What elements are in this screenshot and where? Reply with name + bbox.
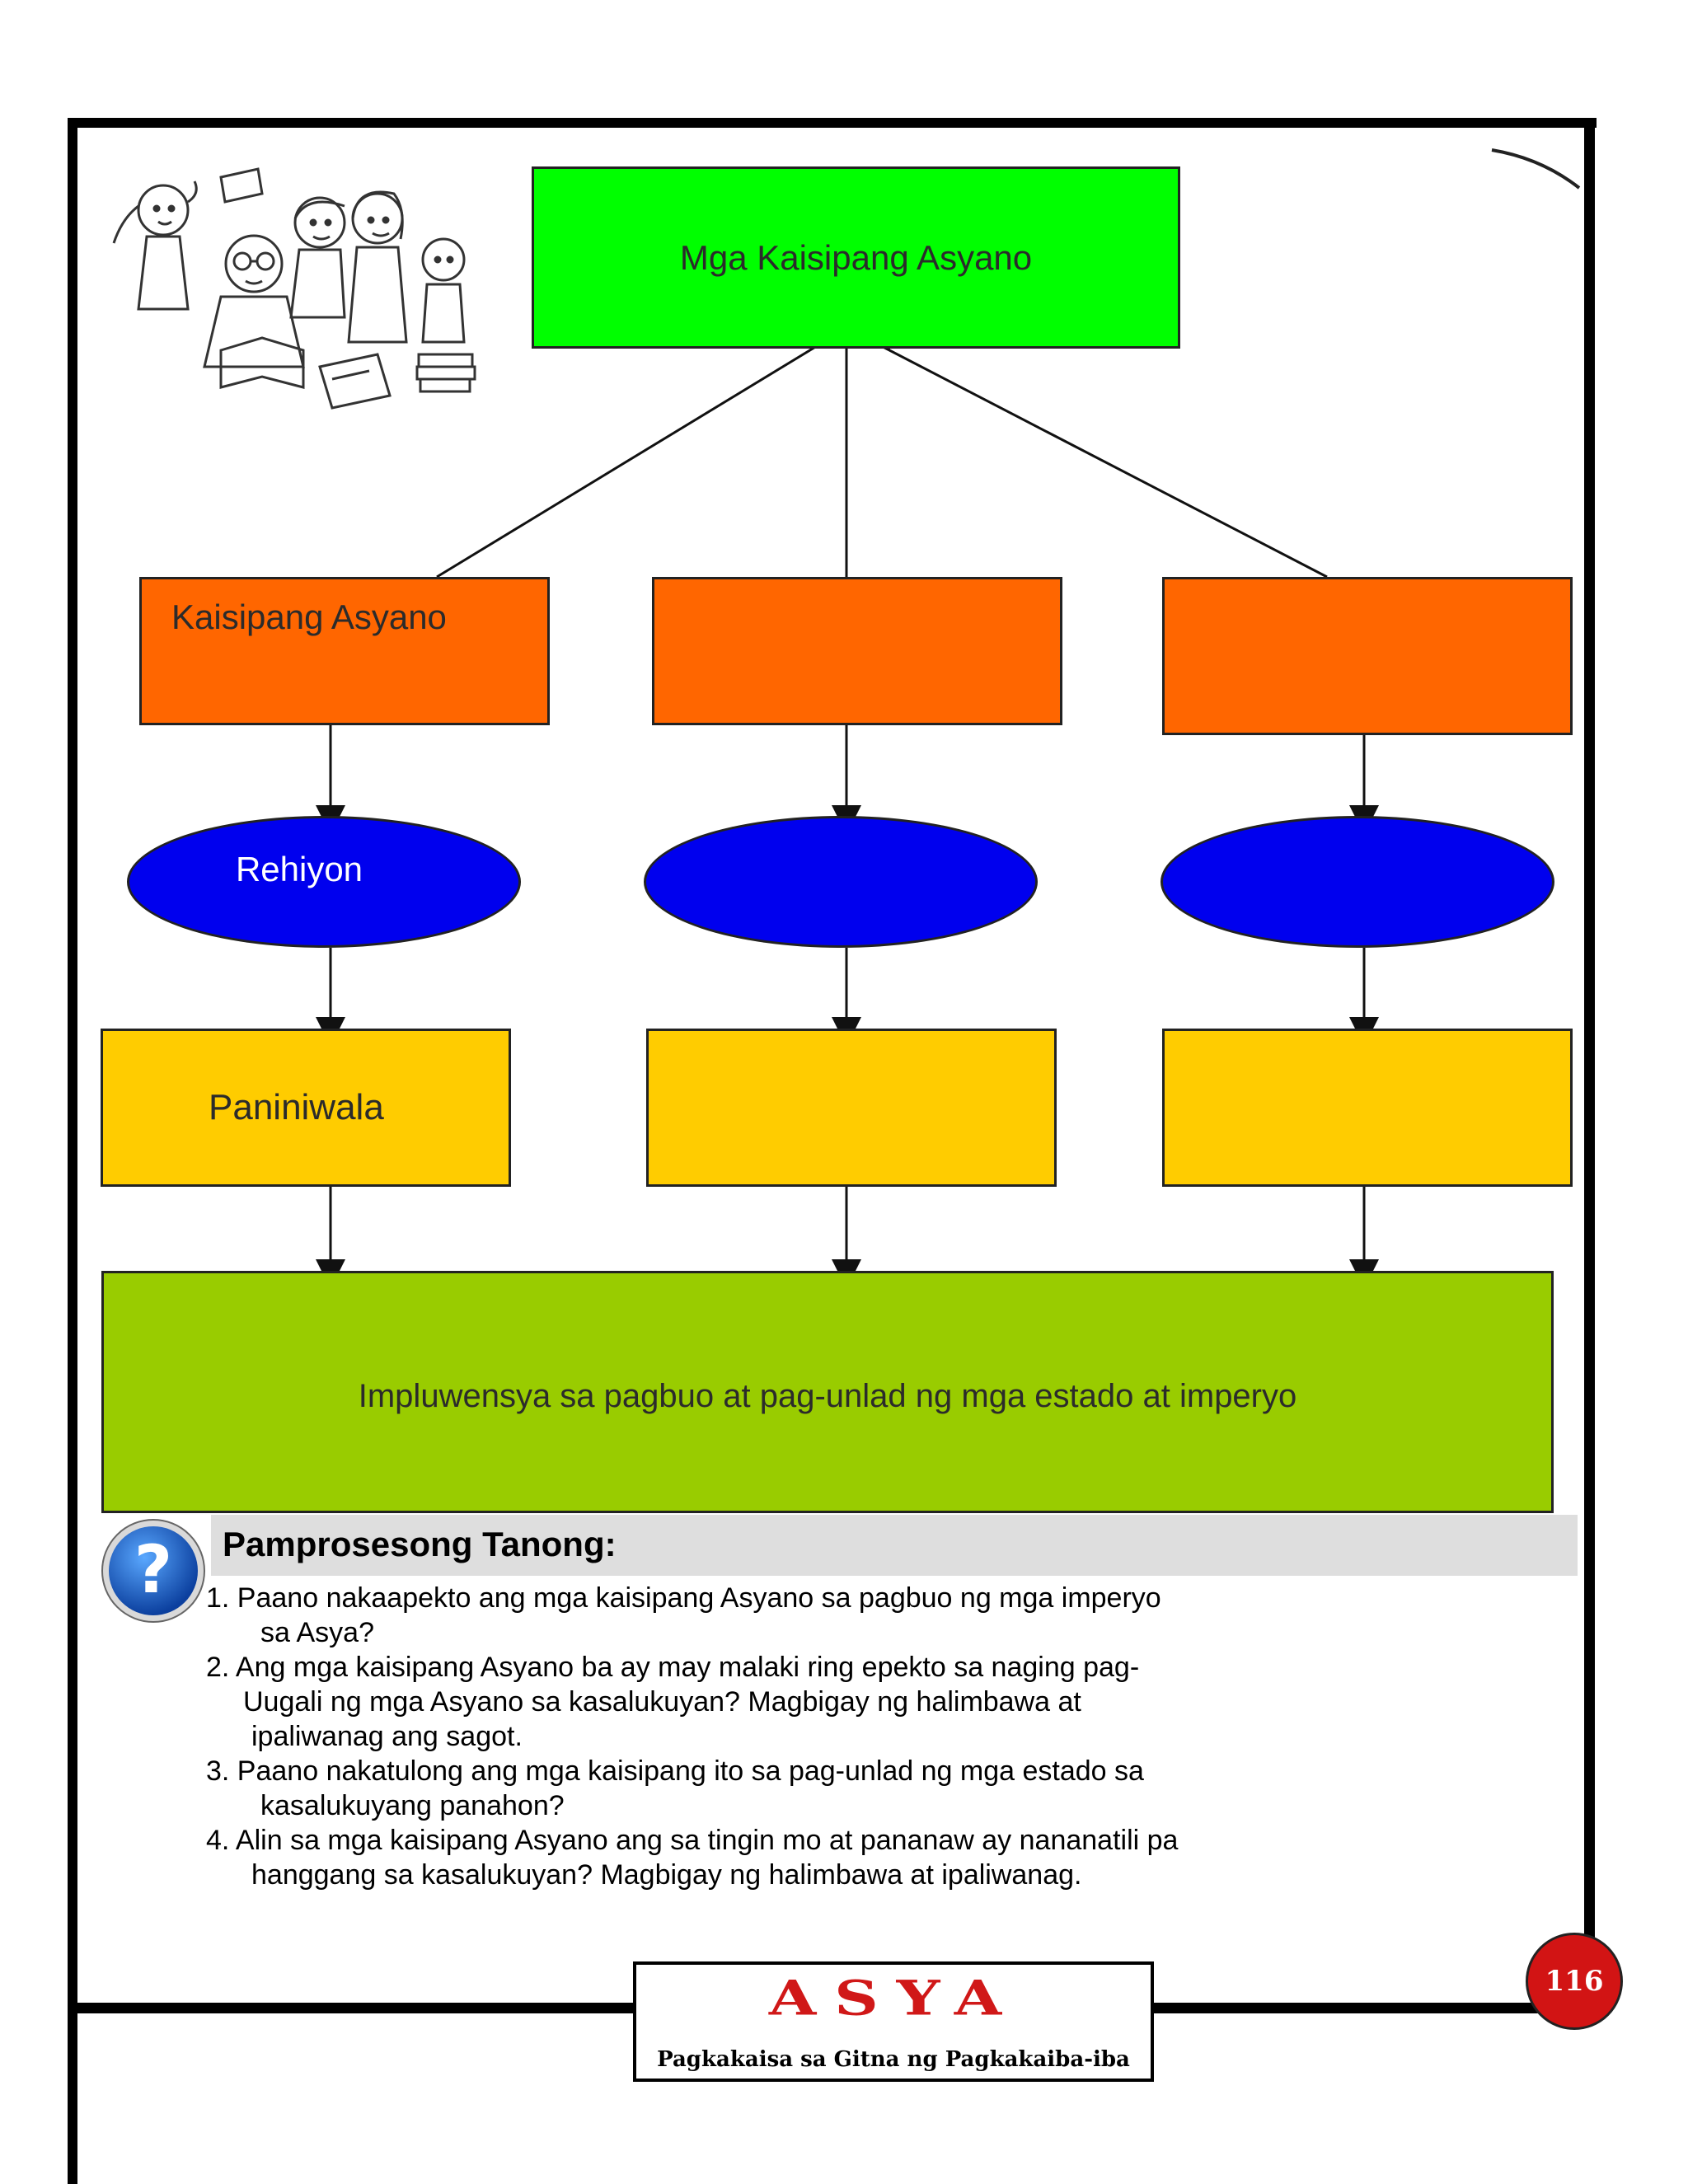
diagram-title-box: Mga Kaisipang Asyano [532, 166, 1180, 349]
question-1-line-2: sa Asya? [260, 1617, 374, 1648]
logo-title: ASYA [768, 1971, 1020, 2027]
rehiyon-ellipse-3 [1160, 816, 1554, 948]
question-2-line-1: 2. Ang mga kaisipang Asyano ba ay may ma… [206, 1652, 1140, 1683]
kaisipan-box-3 [1162, 577, 1573, 735]
rehiyon-ellipse-1: Rehiyon [127, 816, 521, 948]
result-box: Impluwensya sa pagbuo at pag-unlad ng mg… [101, 1271, 1554, 1513]
paniniwala-box-1: Paniniwala [101, 1029, 511, 1187]
page-border-top [68, 118, 1597, 128]
logo-subtitle: Pagkakaisa sa Gitna ng Pagkakaiba-iba [657, 2047, 1130, 2072]
students-illustration [112, 167, 476, 410]
paniniwala-box-2 [646, 1029, 1057, 1187]
rehiyon-ellipse-2 [644, 816, 1038, 948]
page-number: 116 [1545, 1965, 1604, 1998]
questions-list: 1. Paano nakaapekto ang mga kaisipang As… [206, 1581, 1278, 1892]
page-border-left [68, 118, 77, 2184]
question-1-line-1: 1. Paano nakaapekto ang mga kaisipang As… [206, 1582, 1161, 1614]
paniniwala-label-1: Paniniwala [209, 1087, 384, 1127]
page-number-badge: 116 [1526, 1933, 1623, 2030]
result-label: Impluwensya sa pagbuo at pag-unlad ng mg… [358, 1377, 1297, 1414]
question-mark-icon: ? [101, 1519, 205, 1623]
questions-heading: Pamprosesong Tanong: [223, 1525, 617, 1563]
paniniwala-box-3 [1162, 1029, 1573, 1187]
question-4-line-1: 4. Alin sa mga kaisipang Asyano ang sa t… [206, 1825, 1179, 1856]
decorative-arc [1491, 148, 1581, 190]
page-border-right [1584, 118, 1595, 2022]
questions-heading-band [211, 1515, 1578, 1576]
kaisipan-box-2 [652, 577, 1062, 725]
question-3-line-2: kasalukuyang panahon? [260, 1790, 565, 1821]
asya-logo: ASYA Pagkakaisa sa Gitna ng Pagkakaiba-i… [633, 1961, 1154, 2082]
question-2-line-2: Uugali ng mga Asyano sa kasalukuyan? Mag… [243, 1686, 1081, 1718]
kaisipan-label-1: Kaisipang Asyano [171, 598, 447, 636]
svg-text:?: ? [134, 1531, 172, 1608]
question-4-line-2: hanggang sa kasalukuyan? Magbigay ng hal… [251, 1859, 1082, 1891]
kaisipan-box-1: Kaisipang Asyano [139, 577, 550, 725]
question-2-line-3: ipaliwanag ang sagot. [251, 1721, 523, 1752]
question-3-line-1: 3. Paano nakatulong ang mga kaisipang it… [206, 1755, 1144, 1787]
diagram-title: Mga Kaisipang Asyano [679, 237, 1033, 277]
rehiyon-label-1: Rehiyon [235, 850, 363, 888]
